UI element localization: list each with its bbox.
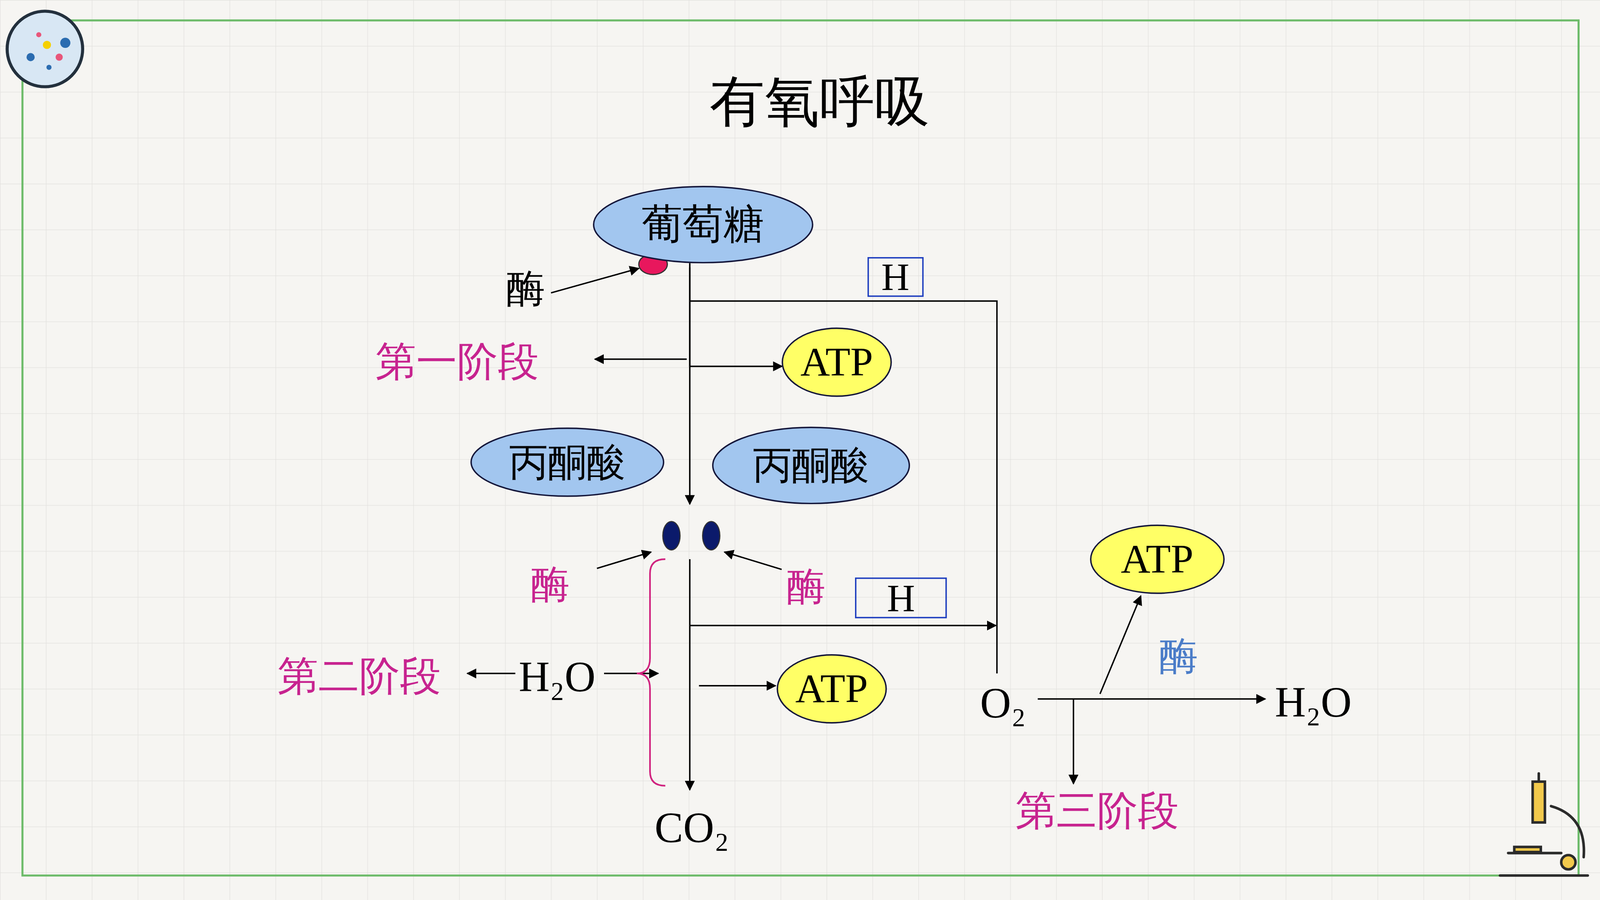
brace: [636, 559, 666, 786]
hydrogen-line: [690, 300, 998, 674]
input-arrow: [604, 672, 659, 675]
node-shape: [777, 654, 886, 723]
atp-ellipse: ATP: [781, 327, 892, 398]
node-label: ATP: [1120, 538, 1194, 580]
trunk-arrow: [689, 559, 691, 790]
substrate-ellipse: 葡萄糖: [592, 185, 814, 264]
node-shape: [867, 257, 923, 297]
node-label: 葡萄糖: [641, 204, 765, 245]
stage-label: 第二阶段: [277, 656, 441, 698]
diagram-title: 有氧呼吸: [709, 74, 930, 130]
compound-label: O₂: [980, 681, 1026, 725]
atp-ellipse: ATP: [1090, 524, 1225, 595]
enzyme-label: 酶: [506, 269, 545, 309]
node-text-holder: H: [855, 577, 947, 619]
node-text-holder: H: [867, 257, 924, 298]
node-shape: [471, 428, 664, 497]
node-text-holder: ATP: [781, 327, 892, 398]
node-shape: [782, 328, 892, 397]
node-shape: [712, 427, 910, 504]
hydrogen-arrow: [690, 625, 997, 627]
stage-arrow: [1072, 699, 1075, 784]
flow-arrow: [690, 262, 783, 367]
enzyme-pointer: [550, 268, 639, 293]
enzyme-label: 酶: [786, 567, 826, 607]
stage-arrow: [595, 358, 687, 360]
node-label: H: [881, 257, 910, 297]
product-ellipse: 丙酮酸: [470, 427, 665, 498]
atp-ellipse: ATP: [776, 654, 887, 724]
atp-arrow: [1100, 595, 1141, 694]
oxygen-arrow: [1037, 698, 1266, 700]
stage-label: 第三阶段: [1015, 790, 1179, 832]
stage-label: 第一阶段: [375, 341, 539, 383]
node-label: 丙酮酸: [752, 445, 870, 485]
node-text-holder: 葡萄糖: [592, 185, 814, 264]
node-text-holder: ATP: [776, 654, 887, 724]
compound-label: H₂O: [1275, 680, 1352, 724]
microscope-icon: [1500, 773, 1588, 876]
node-label: 丙酮酸: [509, 442, 626, 482]
compound-label: CO₂: [654, 806, 730, 850]
node-label: ATP: [795, 668, 868, 710]
atp-arrow: [699, 685, 776, 687]
stage-arrow: [467, 672, 516, 675]
logo-badge: [7, 11, 83, 87]
enzyme-dot: [662, 521, 681, 550]
node-label: ATP: [800, 341, 873, 383]
node-shape: [1090, 525, 1224, 593]
enzyme-pointer: [724, 552, 782, 570]
node-shape: [855, 578, 947, 618]
enzyme-label: 酶: [1159, 636, 1198, 676]
enzyme-label: 酶: [530, 565, 570, 605]
node-label: H: [887, 578, 915, 618]
pathway-lines: [467, 267, 1266, 790]
node-text-holder: 丙酮酸: [712, 426, 910, 505]
enzyme-pointer: [597, 552, 652, 569]
hydrogen-box: H: [867, 257, 924, 298]
product-ellipse: 丙酮酸: [712, 426, 910, 505]
node-shape: [593, 186, 813, 263]
enzyme-dot: [702, 521, 720, 550]
node-text-holder: 丙酮酸: [470, 427, 665, 498]
compound-label: H₂O: [518, 655, 596, 698]
node-text-holder: ATP: [1090, 524, 1225, 595]
frame-border: [22, 20, 1579, 876]
hydrogen-box: H: [855, 577, 947, 619]
